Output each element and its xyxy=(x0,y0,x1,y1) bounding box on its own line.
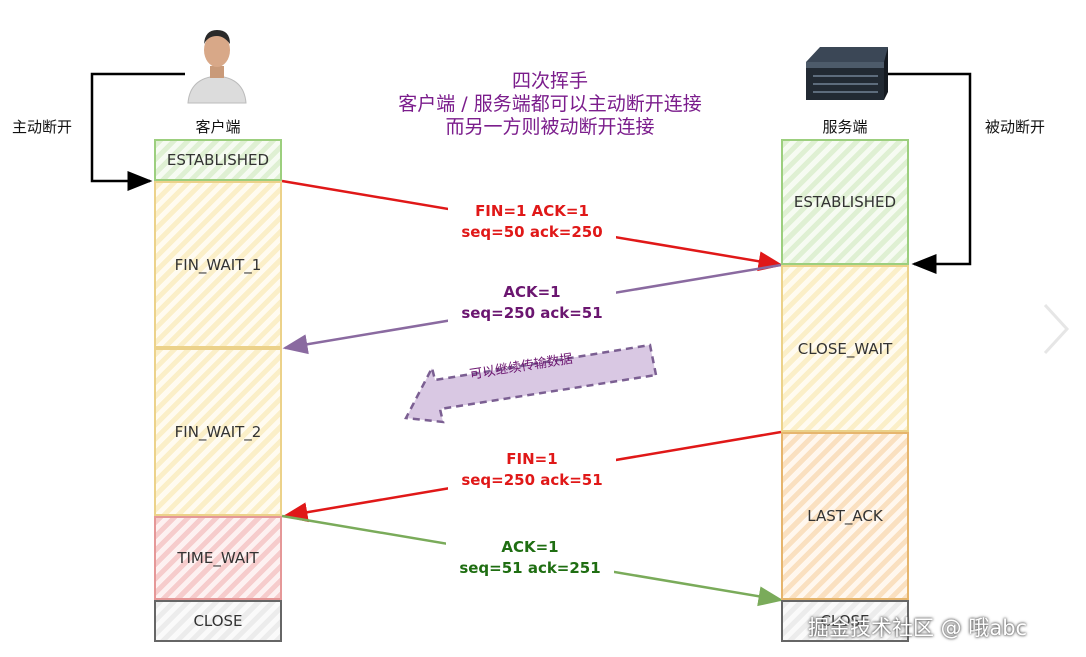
server-label: 服务端 xyxy=(822,118,868,136)
server-state-last-ack: LAST_ACK xyxy=(781,432,909,600)
user-icon xyxy=(187,30,247,104)
ack2-flags: ACK=1 xyxy=(501,538,559,556)
ack1-seq: seq=250 ack=51 xyxy=(461,304,603,322)
diagram-title: 四次挥手 客户端 / 服务端都可以主动断开连接 而另一方则被动断开连接 xyxy=(300,70,800,139)
server-state-close: CLOSE xyxy=(781,600,909,642)
fin2-seq: seq=250 ack=51 xyxy=(461,471,603,489)
passive-close-label: 被动断开 xyxy=(985,118,1046,136)
client-state-time-wait: TIME_WAIT xyxy=(154,516,282,600)
client-state-established: ESTABLISHED xyxy=(154,139,282,181)
client-state-fin-wait-2: FIN_WAIT_2 xyxy=(154,348,282,516)
client-label: 客户端 xyxy=(195,118,241,136)
client-state-fin-wait-1: FIN_WAIT_1 xyxy=(154,181,282,348)
title-line-3: 而另一方则被动断开连接 xyxy=(445,116,655,138)
ack2-message: ACK=1 seq=51 ack=251 xyxy=(446,537,614,579)
client-active-close-connector xyxy=(90,72,185,191)
chevron-right-icon xyxy=(1043,303,1070,355)
ack1-flags: ACK=1 xyxy=(503,283,561,301)
server-passive-close-connector xyxy=(888,72,972,274)
fin1-flags: FIN=1 ACK=1 xyxy=(475,202,589,220)
watermark: 掘金技术社区 @ 哦abc xyxy=(808,616,1028,640)
title-line-1: 四次挥手 xyxy=(511,70,588,92)
title-line-2: 客户端 / 服务端都可以主动断开连接 xyxy=(398,93,702,115)
server-state-established: ESTABLISHED xyxy=(781,139,909,265)
server-state-close-wait: CLOSE_WAIT xyxy=(781,265,909,432)
fin1-seq: seq=50 ack=250 xyxy=(461,223,603,241)
ack2-seq: seq=51 ack=251 xyxy=(459,559,601,577)
active-close-label: 主动断开 xyxy=(12,118,73,136)
client-state-close: CLOSE xyxy=(154,600,282,642)
data-transfer-arrow xyxy=(404,343,658,424)
server-icon xyxy=(806,47,888,100)
fin2-flags: FIN=1 xyxy=(506,450,558,468)
ack1-message: ACK=1 seq=250 ack=51 xyxy=(448,282,616,324)
fin2-message: FIN=1 seq=250 ack=51 xyxy=(448,449,616,491)
fin1-message: FIN=1 ACK=1 seq=50 ack=250 xyxy=(448,201,616,243)
